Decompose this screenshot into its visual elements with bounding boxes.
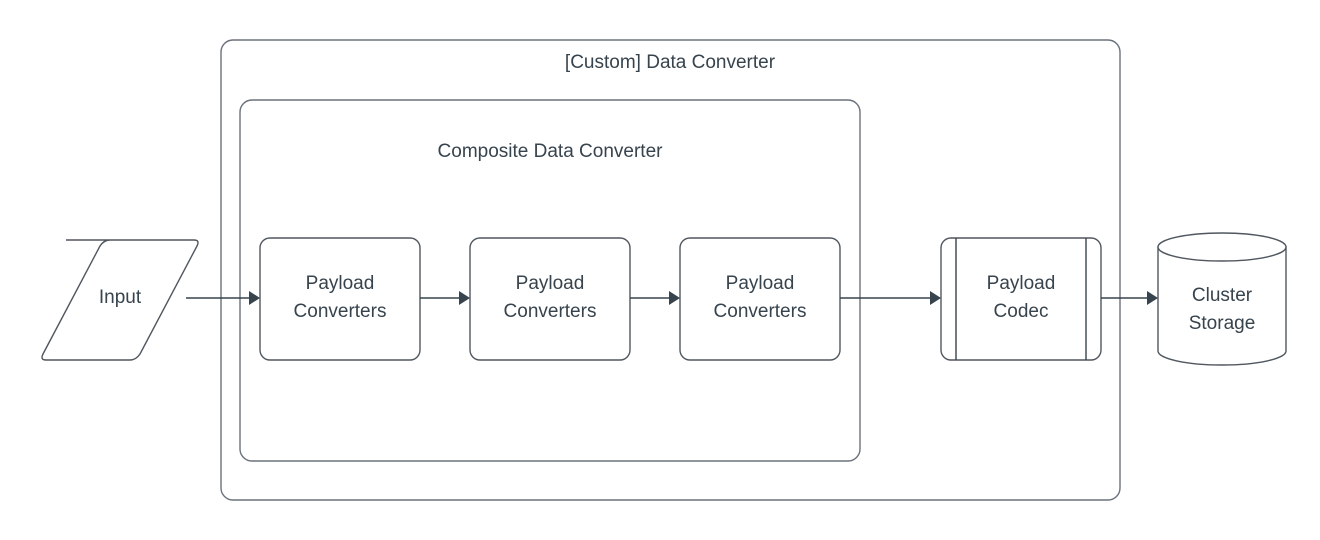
payload-converters-2-shape (469, 237, 631, 361)
arrow-head-icon (459, 291, 470, 305)
custom-data-converter-boundary (220, 39, 1121, 501)
payload-converters-3-shape (679, 237, 841, 361)
arrow-head-icon (1147, 291, 1158, 305)
arrow-head-icon (930, 291, 941, 305)
cluster-storage-label-line2: Storage (1189, 313, 1256, 334)
edge-input-to-converter-1 (186, 291, 260, 305)
payload-converters-2-label-line1: Payload (516, 273, 585, 294)
node-payload-converters-3[interactable]: Payload Converters (679, 237, 841, 361)
payload-converters-3-label-line1: Payload (726, 273, 795, 294)
custom-data-converter-label: [Custom] Data Converter (565, 52, 776, 73)
node-cluster-storage[interactable]: Cluster Storage (1157, 232, 1287, 366)
node-payload-converters-2[interactable]: Payload Converters (469, 237, 631, 361)
payload-converters-1-label-line1: Payload (306, 273, 375, 294)
cluster-storage-cylinder-top (1157, 232, 1287, 262)
node-payload-converters-1[interactable]: Payload Converters (259, 237, 421, 361)
payload-converters-2-label-line2: Converters (504, 301, 597, 322)
arrow-head-icon (669, 291, 680, 305)
payload-converters-1-label-line2: Converters (294, 301, 387, 322)
payload-codec-shape (940, 237, 1102, 361)
edge-converter-1-to-converter-2 (420, 291, 470, 305)
edge-codec-to-storage (1101, 291, 1158, 305)
container-custom-data-converter[interactable]: [Custom] Data Converter (220, 39, 1121, 501)
edge-converter-3-to-codec (840, 291, 941, 305)
input-parallelogram-shape (41, 239, 199, 361)
input-label: Input (99, 287, 142, 308)
container-composite-data-converter[interactable]: Composite Data Converter (239, 99, 861, 462)
cluster-storage-cylinder-body (1157, 246, 1287, 366)
edge-converter-2-to-converter-3 (630, 291, 680, 305)
composite-data-converter-boundary (239, 99, 861, 462)
payload-codec-label-line1: Payload (987, 273, 1056, 294)
cluster-storage-label-line1: Cluster (1192, 285, 1253, 306)
composite-data-converter-label: Composite Data Converter (438, 141, 664, 162)
node-payload-codec[interactable]: Payload Codec (940, 237, 1102, 361)
payload-codec-label-line2: Codec (994, 301, 1049, 322)
arrow-head-icon (249, 291, 260, 305)
payload-converters-3-label-line2: Converters (714, 301, 807, 322)
payload-converters-1-shape (259, 237, 421, 361)
node-input[interactable]: Input (41, 239, 199, 361)
